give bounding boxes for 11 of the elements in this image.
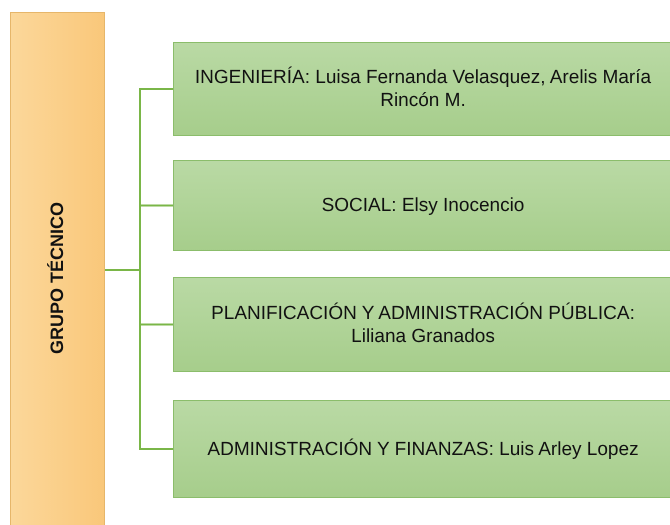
- member-text: ADMINISTRACIÓN Y FINANZAS: Luis Arley Lopez: [207, 438, 639, 460]
- member-box: [173, 160, 670, 251]
- member-text: SOCIAL: Elsy Inocencio: [322, 194, 524, 217]
- member-box: [173, 277, 670, 372]
- member-text: PLANIFICACIÓN Y ADMINISTRACIÓN PÚBLICA: Liliana Granados: [210, 302, 636, 348]
- member-text: INGENIERÍA: Luisa Fernanda Velasquez, Arelis María Rincón M.: [194, 66, 652, 112]
- connector-line: [105, 269, 173, 450]
- group-title: GRUPO TÉCNICO: [47, 202, 68, 354]
- member-box: [173, 400, 670, 498]
- member-box: [173, 42, 670, 136]
- group-box: [10, 12, 105, 525]
